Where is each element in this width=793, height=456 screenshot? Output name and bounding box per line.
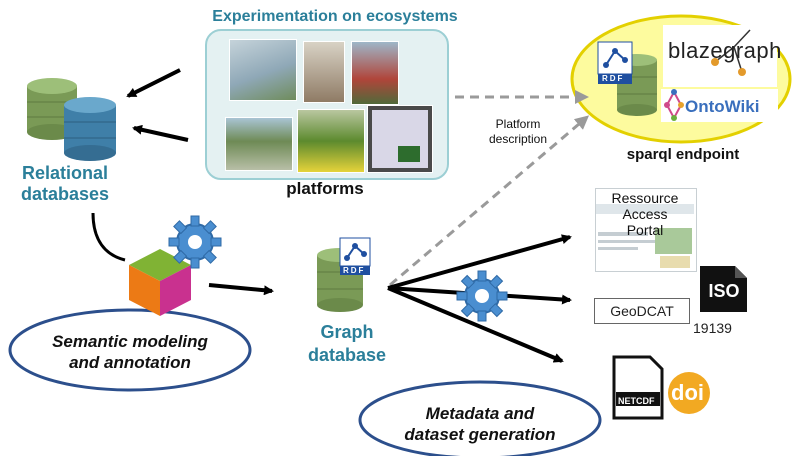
generation-gear-icon <box>456 270 508 322</box>
sparql-endpoint-label: sparql endpoint <box>626 146 740 163</box>
platform-photo-lab <box>303 41 345 103</box>
platform-description-label: Platform description <box>488 117 548 146</box>
relational-databases-label: Relational databases <box>20 163 110 204</box>
doi-label: doi <box>671 380 704 405</box>
semantic-cube-icon <box>129 249 191 316</box>
resource-portal-label: Ressource Access Portal <box>611 190 679 238</box>
doi-logo-icon <box>668 372 710 414</box>
resource-portal-panel <box>595 188 697 272</box>
platform-photo-greenhouse <box>229 39 297 101</box>
arrow-to-portal <box>387 234 572 290</box>
arrow-to-netcdf <box>387 286 564 363</box>
platform-photo-meadow <box>297 109 365 173</box>
platforms-panel <box>205 29 449 180</box>
metadata-generation-label: Metadata and dataset generation <box>404 404 556 444</box>
platforms-label: platforms <box>286 179 364 198</box>
gear-icon <box>168 215 222 269</box>
relational-database-icon <box>27 78 116 161</box>
sparql-rdf-logo-icon <box>597 41 633 84</box>
platform-photo-field-workers <box>351 41 399 105</box>
portal-screenshot-icon <box>596 204 694 268</box>
netcdf-document-icon <box>612 355 664 420</box>
arrow-to-relational-1 <box>126 68 181 98</box>
relational-to-cube-line <box>91 212 126 262</box>
graph-rdf-badge-text: RDF <box>343 266 366 275</box>
graph-database-label: Graph database <box>307 322 387 365</box>
rdf-logo-icon <box>339 237 371 275</box>
semantic-modeling-label: Semantic modeling and annotation <box>52 332 208 372</box>
iso-number-label: 19139 <box>693 320 732 336</box>
ontowiki-logo-icon <box>664 89 684 121</box>
blazegraph-network-icon <box>711 29 751 76</box>
ontowiki-logo-text: OntoWiki <box>685 97 760 116</box>
semantic-modeling-ellipse <box>8 308 252 392</box>
platform-photo-plots <box>225 117 293 171</box>
sparql-rdf-badge-text: RDF <box>602 74 625 83</box>
arrow-to-relational-2 <box>132 124 189 142</box>
iso-document-icon <box>700 266 747 312</box>
dashed-arrow-graph-to-sparql <box>389 115 590 287</box>
blazegraph-panel <box>663 25 777 87</box>
platform-photo-software-screen <box>367 105 433 173</box>
iso-label: ISO <box>708 281 740 301</box>
geodcat-box: GeoDCAT <box>594 298 690 324</box>
metadata-ellipse <box>358 380 602 456</box>
arrow-cube-to-graph <box>208 283 274 296</box>
blazegraph-logo-text: blazegraph <box>668 38 782 63</box>
netcdf-label: NETCDF <box>618 396 655 406</box>
experimentation-title: Experimentation on ecosystems <box>212 8 458 25</box>
